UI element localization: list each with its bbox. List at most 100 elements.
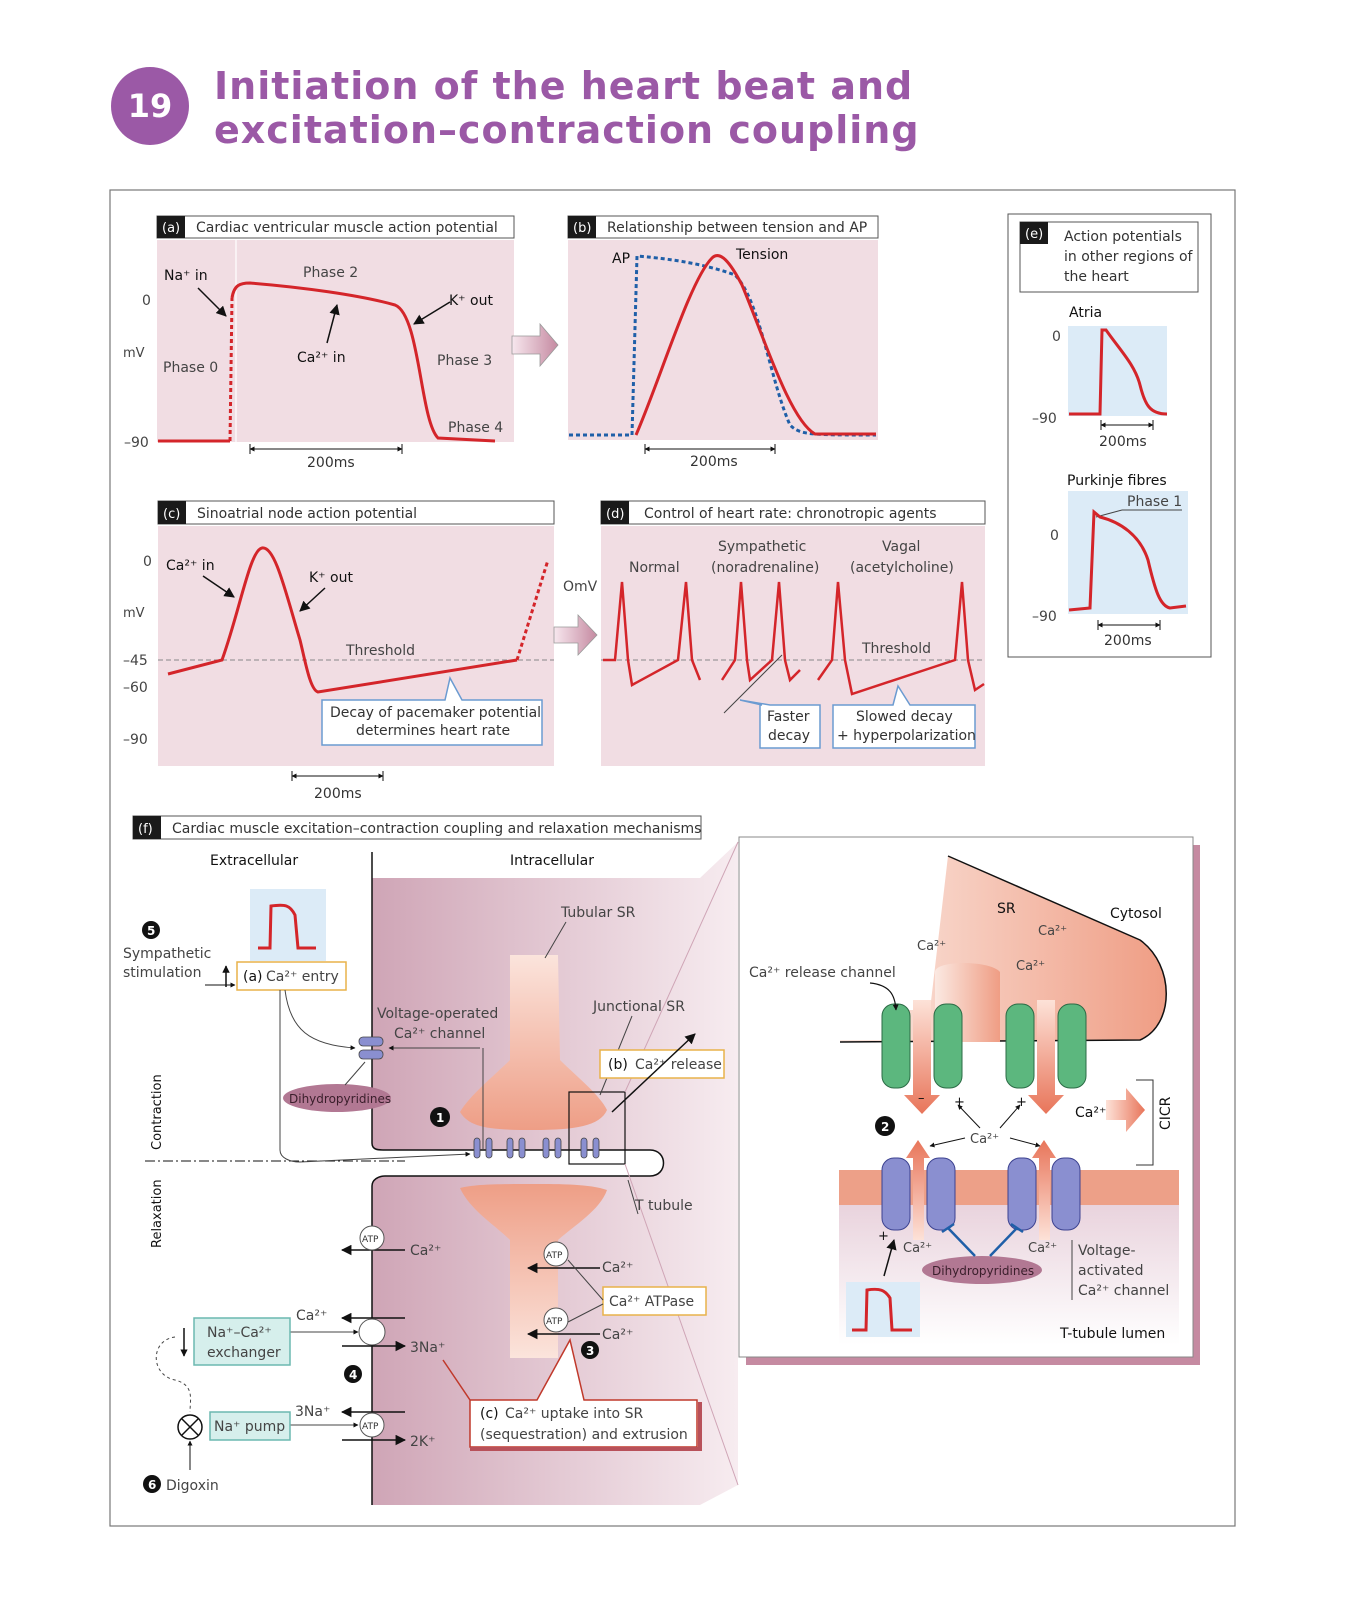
ca-entry-pointer <box>284 989 356 1051</box>
panel-e-title-line2: in other regions of <box>1064 249 1194 265</box>
inset-plus-3: + <box>878 1229 889 1244</box>
panel-a-y-unit: mV <box>123 346 145 361</box>
chapter-number-badge: 19 <box>111 67 189 145</box>
inset-voltage-line1: Voltage- <box>1078 1243 1136 1259</box>
panel-d-faster-box <box>739 699 821 749</box>
t-tubule-shape <box>371 1142 665 1187</box>
panel-f-intracellular: Intracellular <box>510 853 594 869</box>
ncx-line1: Na⁺–Ca²⁺ <box>207 1325 272 1341</box>
panel-b-scale: 200ms <box>690 454 738 470</box>
inset-dhp-label: Dihydropyridines <box>932 1264 1034 1278</box>
panel-e-purkinje-bg <box>1068 491 1188 614</box>
panel-a-k-out: K⁺ out <box>449 293 493 309</box>
ca-atpase-label: Ca²⁺ ATPase <box>609 1294 694 1310</box>
ca-release-tag: (b) <box>608 1057 628 1073</box>
inset-sr-label: SR <box>997 901 1016 917</box>
uptake-tag: (c) <box>480 1406 499 1422</box>
panel-e-purkinje-zero: 0 <box>1050 528 1059 544</box>
panel-d-faster-pointer <box>723 654 783 714</box>
panel-e-atria-min: –90 <box>1032 411 1057 427</box>
panel-d-vagal-line1: Vagal <box>882 539 920 555</box>
inset-dhp-pill <box>922 1256 1042 1284</box>
panel-e: (e) Action potentials in other regions o… <box>1007 213 1212 658</box>
ncx-na: 3Na⁺ <box>410 1340 445 1356</box>
step-6: 6 <box>148 1478 156 1492</box>
panel-e-atria-scale: 200ms <box>1099 434 1147 450</box>
panel-a-tag-box <box>157 216 185 238</box>
inset-cicr-label: CICR <box>1158 1096 1174 1130</box>
panel-f-tag: (f) <box>138 822 153 837</box>
panel-a-y-zero: 0 <box>142 293 151 309</box>
panel-c-y45: –45 <box>123 653 148 669</box>
serca-atp-1: ATP <box>546 1251 563 1261</box>
panel-a-title: Cardiac ventricular muscle action potent… <box>196 220 498 236</box>
panel-e-purkinje-scale: 200ms <box>1104 633 1152 649</box>
panel-c-scale: 200ms <box>314 786 362 802</box>
panel-a-tag: (a) <box>162 221 180 236</box>
ca-release-label: Ca²⁺ release <box>635 1057 722 1073</box>
label-t-tubule: T tubule <box>634 1198 693 1214</box>
inset-influx-arrow-1 <box>906 1140 930 1240</box>
ryanodine-channels <box>473 1137 600 1159</box>
panel-c-ca-arrow <box>202 575 235 598</box>
panel-d-sympathetic-line1: Sympathetic <box>718 539 806 555</box>
panel-c-y0: 0 <box>143 554 152 570</box>
inset-ca-2: Ca²⁺ <box>1038 924 1067 939</box>
panel-a-phase3: Phase 3 <box>437 353 492 369</box>
inset-ca-lumen-2: Ca²⁺ <box>1028 1241 1057 1256</box>
panel-c-callout-line1: Decay of pacemaker potential <box>330 705 541 721</box>
panel-b-tension-label: Tension <box>735 247 788 263</box>
sympathetic-line2: stimulation <box>123 965 201 981</box>
panel-d-slowed-line1: Slowed decay <box>856 709 953 725</box>
pmca-atp: ATP <box>362 1235 379 1245</box>
panel-d-sympathetic-line2: (noradrenaline) <box>711 560 819 576</box>
panel-c: (c) Sinoatrial node action potential 0 m… <box>123 500 555 802</box>
panel-d-slowed-line2: + hyperpolarization <box>837 728 976 744</box>
panel-d-title: Control of heart rate: chronotropic agen… <box>644 506 937 522</box>
inset-voltage-channels <box>881 1157 1081 1231</box>
step-3-badge <box>581 1341 599 1359</box>
panel-b-ap-trace <box>569 254 877 437</box>
pump-atp: ATP <box>362 1422 379 1432</box>
panel-d-normal: Normal <box>629 560 680 576</box>
dihydropyridines-label: Dihydropyridines <box>289 1092 391 1106</box>
panel-e-purkinje-label: Purkinje fibres <box>1067 473 1167 489</box>
inset-ca-center: Ca²⁺ <box>970 1132 999 1147</box>
inset-ca-cicr: Ca²⁺ <box>1075 1105 1106 1121</box>
serca-atp-circle-1 <box>543 1241 569 1267</box>
panel-d-vagal-line2: (acetylcholine) <box>850 560 954 576</box>
ncx-circle <box>358 1318 386 1346</box>
panel-e-title-box <box>1019 221 1199 293</box>
panel-c-title: Sinoatrial node action potential <box>197 506 417 522</box>
panel-c-threshold: Threshold <box>345 643 415 659</box>
panel-b-title: Relationship between tension and AP <box>607 220 867 236</box>
panel-a-phase0-trace <box>228 297 234 442</box>
serca-atp-circle-2 <box>543 1307 569 1333</box>
panel-a-phase2: Phase 2 <box>303 265 358 281</box>
inset-plus-1: + <box>954 1095 965 1110</box>
panel-a-ap-trace <box>230 281 496 443</box>
inset-influx-arrow-2 <box>1032 1140 1056 1240</box>
panel-e-tag-box <box>1020 222 1048 244</box>
voltage-operated-channel <box>358 1036 384 1060</box>
panel-a-na-arrow <box>197 287 227 317</box>
inset-detail: SR Cytosol Ca²⁺ Ca²⁺ Ca²⁺ Ca²⁺ release c… <box>738 836 1200 1365</box>
panel-d-faster-line2: decay <box>768 728 810 744</box>
panel-c-tag: (c) <box>163 507 180 522</box>
ca-entry-box <box>236 961 347 991</box>
panel-d-sympathetic-trace <box>720 581 801 683</box>
panel-b-tag: (b) <box>573 221 591 236</box>
inset-voltage-line3: Ca²⁺ channel <box>1078 1283 1169 1299</box>
tubular-sr-upper <box>460 955 607 1130</box>
panel-f-title: Cardiac muscle excitation–contraction co… <box>172 821 701 837</box>
step-1: 1 <box>436 1111 444 1125</box>
inset-ca-1: Ca²⁺ <box>917 939 946 954</box>
panel-d-tag-box <box>601 501 629 524</box>
inset-dhp-block-1 <box>941 1222 976 1257</box>
panel-d-zero-label: OmV <box>563 579 598 595</box>
panel-b-background <box>568 240 878 440</box>
panel-c-y60: –60 <box>123 680 148 696</box>
ap-icon-trace <box>258 903 316 950</box>
inset-t-tubule-lumen: T-tubule lumen <box>1059 1326 1165 1342</box>
